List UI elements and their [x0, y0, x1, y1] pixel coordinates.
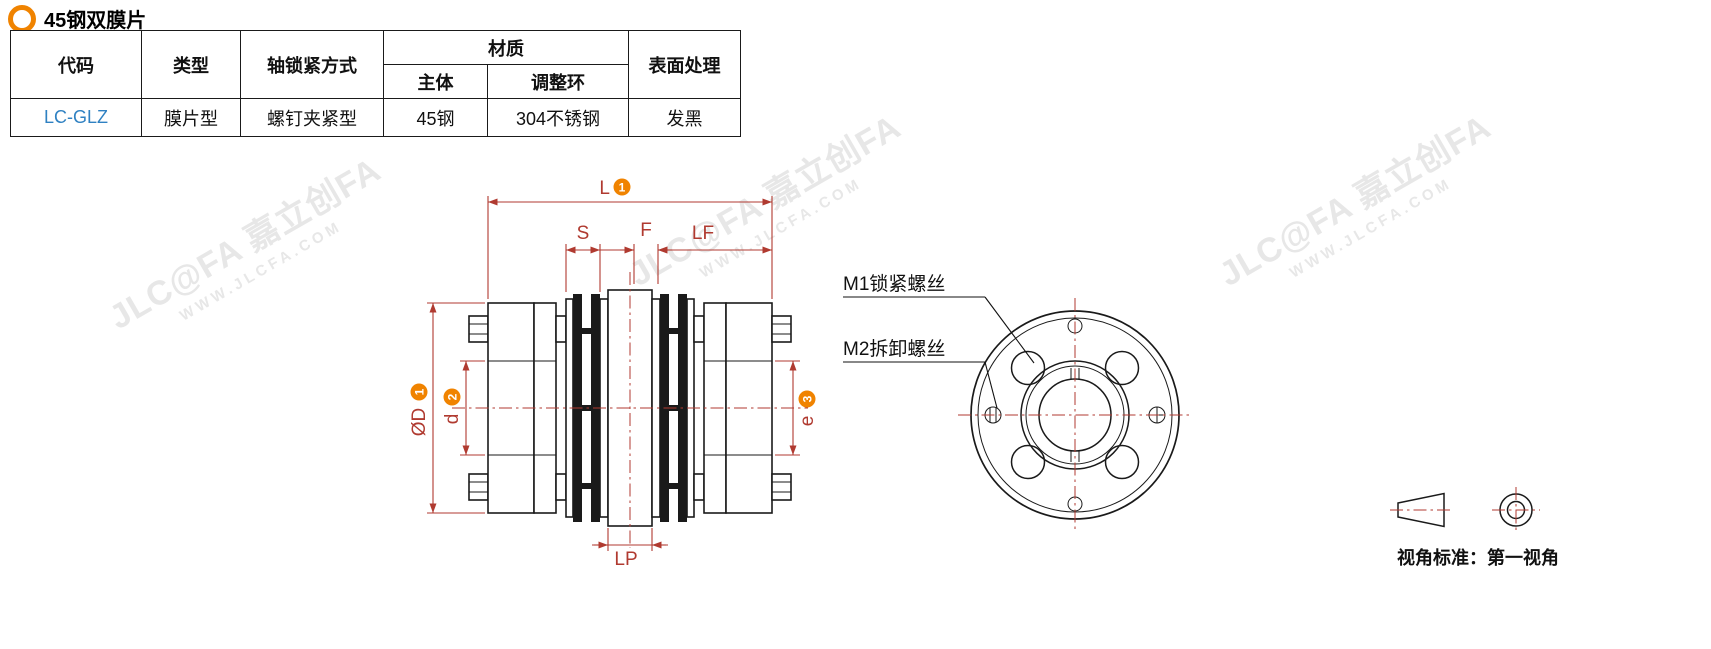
header-material-ring: 调整环	[487, 64, 629, 99]
header-material-main: 主体	[383, 64, 488, 99]
dimension-e: e 3	[775, 360, 818, 456]
callout-m2-label: M2拆卸螺丝	[843, 338, 945, 360]
bolt-hole	[1010, 444, 1046, 480]
dim-label-S: S	[577, 223, 590, 244]
callout-m2-leader	[984, 361, 998, 409]
spec-table: 代码 类型 轴锁紧方式 材质 表面处理 主体 调整环 LC-GLZ 膜片型 螺钉…	[10, 30, 741, 137]
dim-label-L: L	[599, 178, 610, 199]
view-standard-note: 视角标准：第一视角	[1397, 547, 1559, 568]
cell-lock: 螺钉夹紧型	[240, 98, 384, 137]
header-row-2: 主体 调整环	[11, 64, 741, 99]
svg-text:3: 3	[801, 395, 815, 402]
circled-number-3	[798, 390, 816, 408]
svg-text:1: 1	[619, 181, 626, 195]
right-washer-bottom	[693, 473, 705, 501]
header-row-1: 代码 类型 轴锁紧方式 材质 表面处理	[10, 30, 741, 99]
cell-material-ring: 304不锈钢	[487, 98, 629, 137]
svg-text:1: 1	[413, 388, 427, 395]
cell-material-main: 45钢	[383, 98, 488, 137]
header-material: 材质	[383, 30, 629, 65]
side-view	[452, 272, 808, 548]
projection-symbol: 视角标准：第一视角	[1390, 487, 1559, 568]
dim-label-LP: LP	[614, 549, 637, 570]
header-lock: 轴锁紧方式	[240, 30, 384, 99]
callout-m1-label: M1锁紧螺丝	[843, 273, 945, 295]
header-surface: 表面处理	[628, 30, 741, 99]
dimension-S-F-LF: S F LF	[565, 220, 772, 292]
header-code: 代码	[10, 30, 142, 99]
dim-label-e: e	[797, 416, 818, 427]
bolt-hole	[1010, 350, 1046, 386]
dimension-OD: ØD 1	[409, 302, 485, 514]
circled-number-1	[410, 383, 428, 401]
dimension-L: L 1	[487, 178, 773, 299]
left-washer-bottom	[555, 473, 567, 501]
front-view	[958, 298, 1192, 532]
callouts: M1锁紧螺丝 M2拆卸螺丝	[843, 273, 1035, 409]
header-type: 类型	[141, 30, 241, 99]
cone-symbol	[1397, 492, 1445, 528]
circled-number-1	[613, 178, 631, 196]
table-row: LC-GLZ 膜片型 螺钉夹紧型 45钢 304不锈钢 发黑	[10, 98, 741, 137]
bolt-hole	[1104, 444, 1140, 480]
dimension-LP: LP	[592, 528, 668, 570]
bolt-hole	[1104, 350, 1140, 386]
dim-label-LF: LF	[692, 223, 714, 244]
right-washer-top	[693, 315, 705, 343]
circled-number-2	[443, 388, 461, 406]
orange-ring-icon	[8, 4, 36, 33]
svg-text:2: 2	[446, 393, 460, 400]
page-title: 45钢双膜片	[44, 10, 147, 32]
left-washer-top	[555, 315, 567, 343]
dim-label-F: F	[640, 220, 652, 241]
dim-label-OD: ØD	[409, 408, 430, 437]
dimension-d: d 2	[442, 360, 485, 456]
left-bolt-heads	[468, 315, 489, 501]
dimensions: L 1 S F LF ØD 1	[409, 178, 818, 570]
dim-label-d: d	[442, 414, 463, 425]
section-header: 45钢双膜片	[8, 4, 146, 33]
cell-surface: 发黑	[628, 98, 741, 137]
cell-type: 膜片型	[141, 98, 241, 137]
right-bolt-heads	[771, 315, 792, 501]
cell-code: LC-GLZ	[10, 98, 142, 137]
callout-m1-leader	[984, 296, 1035, 364]
